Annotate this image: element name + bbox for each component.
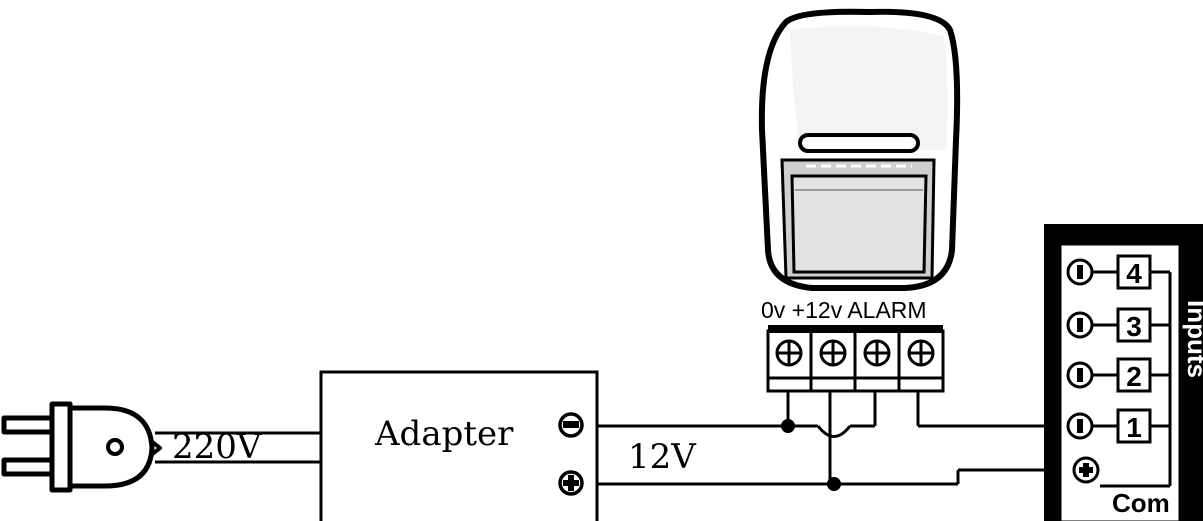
- power-plug-icon: [1, 401, 162, 493]
- panel-input-3: 3: [1126, 311, 1142, 342]
- screw-terminal-icon: [775, 339, 935, 367]
- junction-negative: [781, 419, 795, 433]
- supply-wires: [597, 390, 1054, 486]
- panel-input-2: 2: [1126, 361, 1142, 392]
- adapter-label: Adapter: [374, 414, 514, 454]
- panel-com-label: Com: [1112, 488, 1170, 518]
- mains-voltage-label: 220V: [172, 427, 263, 467]
- panel-negative-terminal-icon: [1066, 258, 1094, 440]
- sensor-terminal-labels: 0v +12v ALARM: [761, 297, 927, 323]
- adapter-negative-terminal-icon: [558, 412, 584, 438]
- junction-positive: [827, 477, 841, 491]
- mains-cord: [155, 431, 320, 464]
- supply-voltage-label: 12V: [628, 437, 697, 477]
- adapter-positive-terminal-icon: [558, 470, 584, 496]
- panel-input-boxes: [1116, 254, 1152, 444]
- panel-input-rows: [1093, 270, 1172, 488]
- panel-positive-terminal-icon: [1072, 456, 1100, 484]
- panel-input-1: 1: [1126, 412, 1142, 443]
- panel-input-4: 4: [1126, 258, 1142, 289]
- adapter-box: [319, 370, 599, 521]
- motion-sensor-icon: [758, 8, 961, 291]
- panel-side-label: Inputs: [1182, 300, 1203, 378]
